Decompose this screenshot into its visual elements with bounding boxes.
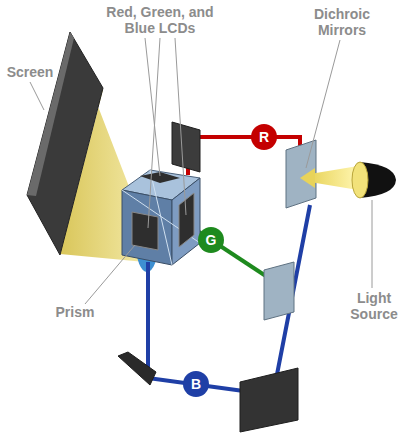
channel-letter: R [259,129,269,145]
color-circle: B [183,371,209,397]
lcd-panel [132,212,158,250]
source-beam [310,166,358,190]
color-circle: G [198,227,224,253]
color-circle: R [251,124,277,150]
channel-letter: B [191,376,201,392]
mirror [172,122,200,172]
prism-side [172,178,200,265]
screen-edge [27,32,74,196]
callout-label: Light Source [342,290,406,322]
callout-label: Screen [2,64,58,80]
dichroic-mirror [264,262,294,320]
callout-label: Red, Green, and Blue LCDs [95,4,225,36]
mirror [118,352,156,385]
callout-label: Prism [50,304,100,320]
leader-lines [30,38,372,304]
callout-label: Dichroic Mirrors [292,6,392,38]
lcd-panel [179,193,194,247]
prism-front [122,190,172,265]
channel-letter: G [206,232,217,248]
lamp-face [352,162,368,198]
beam-arrowhead [300,168,315,188]
red-light-path [188,137,300,175]
mirror [240,368,298,432]
dichroic-mirror [286,140,316,208]
